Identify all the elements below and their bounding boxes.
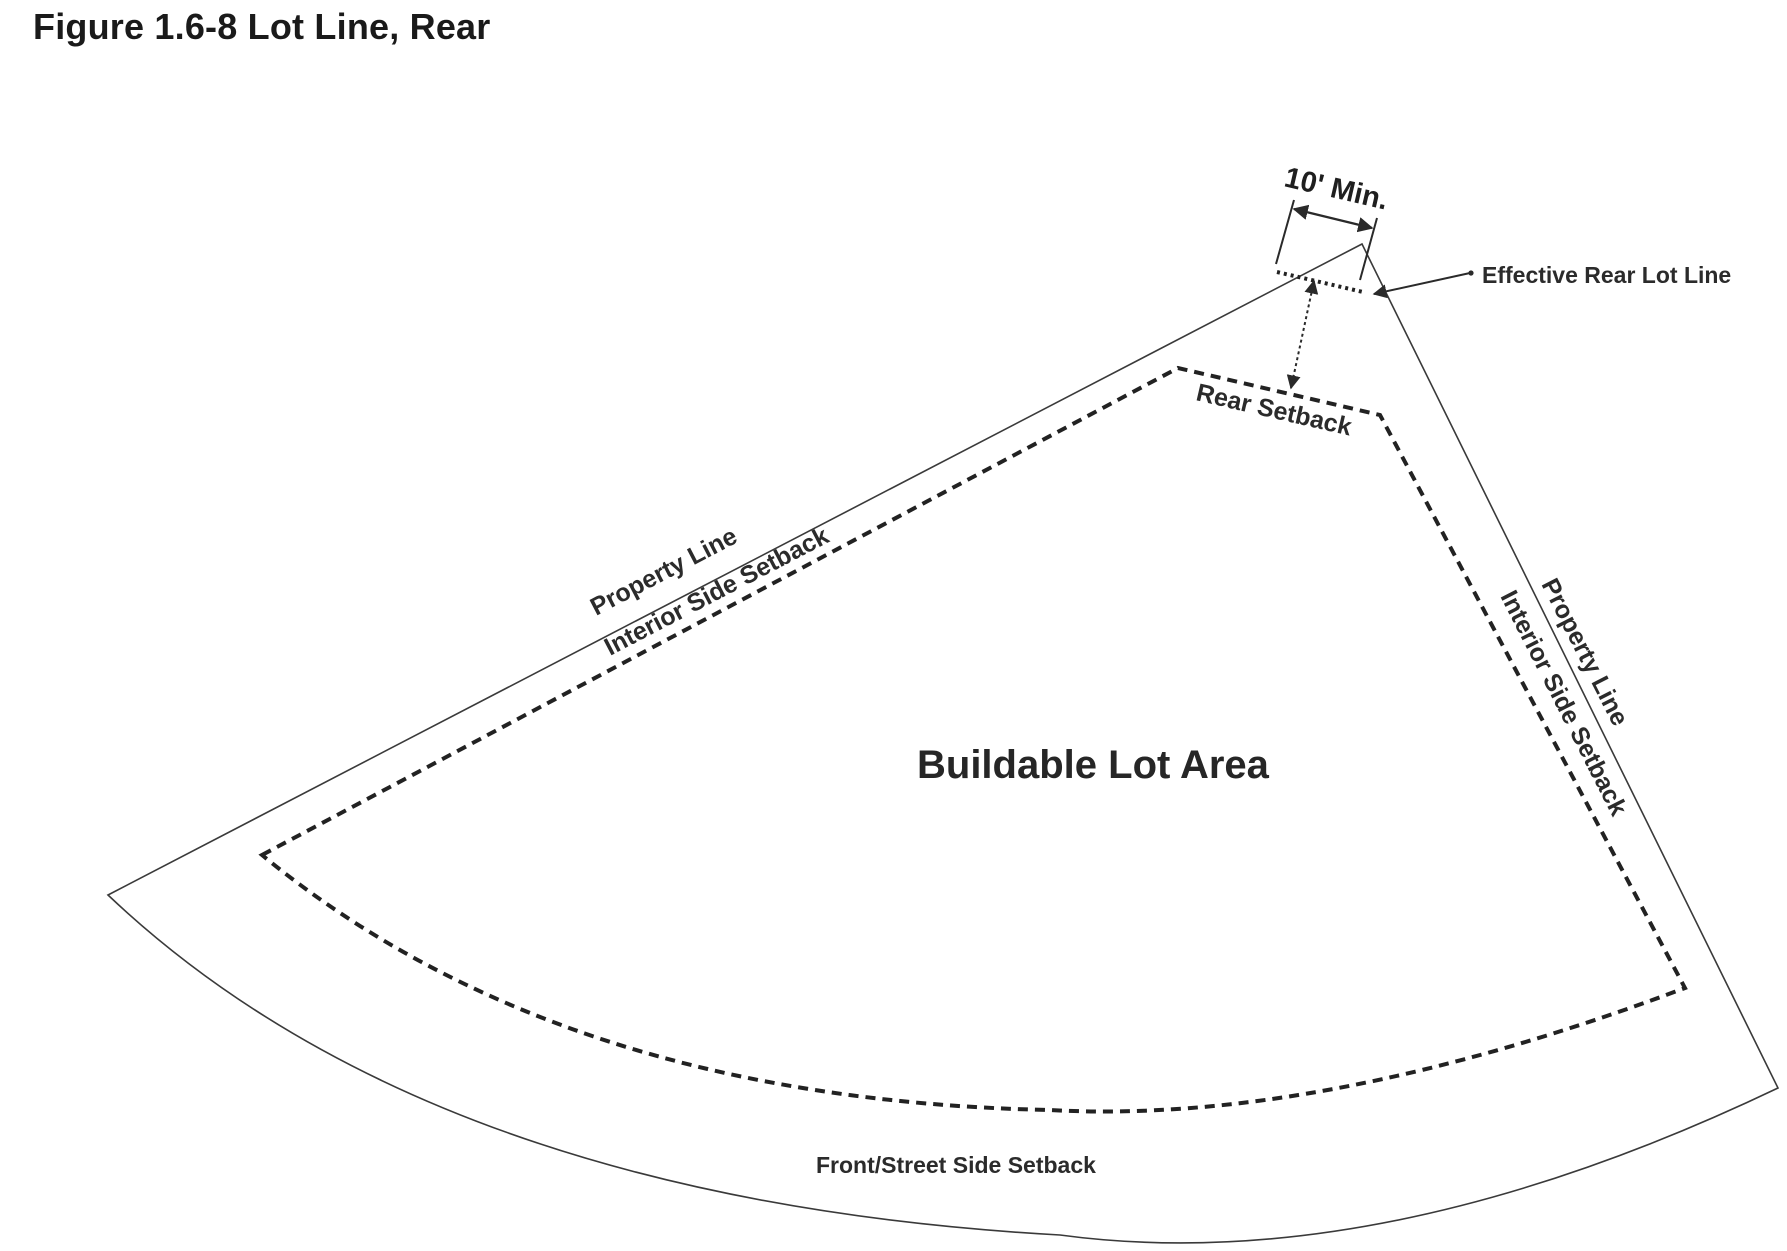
dimension-label: 10' Min. <box>1281 162 1391 217</box>
dimension-extension-right <box>1359 217 1378 281</box>
leader-dot <box>1468 270 1474 276</box>
rear-setback-label: Rear Setback <box>1194 379 1355 442</box>
buildable-lot-area-label: Buildable Lot Area <box>917 743 1270 787</box>
setback-boundary <box>258 365 1688 1114</box>
dimension-extension-left <box>1275 199 1295 265</box>
rear-setback-arrow <box>1286 279 1319 390</box>
dimension-arrow <box>1292 204 1374 233</box>
effective-rear-lot-line-leader <box>1372 272 1471 299</box>
effective-rear-lot-line <box>1276 270 1364 294</box>
front-street-side-setback-label: Front/Street Side Setback <box>816 1152 1096 1178</box>
property-boundary <box>106 242 1780 1244</box>
effective-rear-lot-line-label: Effective Rear Lot Line <box>1482 262 1731 288</box>
figure-title: Figure 1.6-8 Lot Line, Rear <box>33 6 491 47</box>
